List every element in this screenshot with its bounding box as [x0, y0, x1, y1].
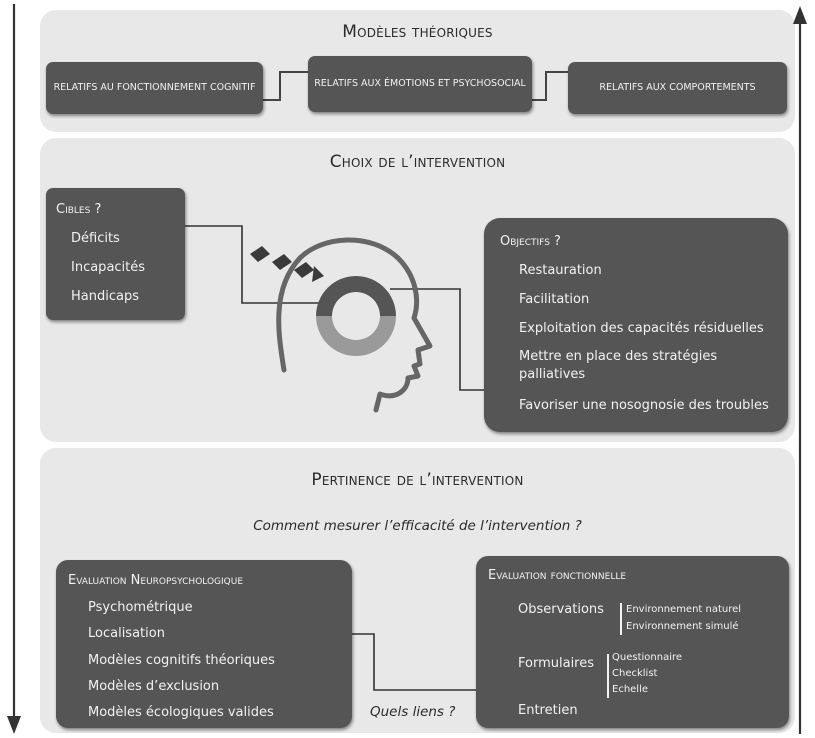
model-box-cognitif: Relatifs au fonctionnement cognitif: [46, 62, 263, 114]
model-box-comportements: Relatifs aux comportements: [568, 62, 787, 114]
objectifs-item: Mettre en place des stratégies palliativ…: [519, 349, 718, 382]
observations-label: Observations: [518, 602, 604, 617]
neuro-eval-item: Localisation: [88, 626, 165, 641]
formulaires-item: Checklist: [612, 668, 658, 679]
model-box-emotions: Relatifs aux émotions et psychosocial: [308, 56, 532, 112]
neuro-eval-item: Modèles d’exclusion: [88, 679, 220, 694]
left-down-arrowhead: [7, 716, 21, 734]
models-title: Modèles théoriques: [342, 22, 493, 42]
functional-eval-box: Evaluation fonctionnelle Observations En…: [476, 556, 789, 728]
objectifs-item: Facilitation: [519, 292, 590, 307]
cibles-box: Cibles ? Déficits Incapacités Handicaps: [46, 188, 185, 320]
formulaires-bracket: [607, 654, 609, 698]
objectifs-title: Objectifs ?: [500, 234, 561, 249]
models-connector-1: [263, 71, 308, 101]
objectifs-item: Restauration: [519, 263, 602, 278]
head-silhouette-icon: [276, 237, 433, 413]
objectifs-box: Objectifs ? Restauration Facilitation Ex…: [484, 218, 788, 432]
observations-bracket: [620, 603, 622, 635]
neuro-eval-item: Modèles cognitifs théoriques: [88, 653, 275, 668]
cibles-item: Incapacités: [71, 260, 146, 275]
formulaires-item: Echelle: [612, 684, 649, 695]
formulaires-label: Formulaires: [518, 656, 595, 671]
link-label: Quels liens ?: [370, 704, 456, 720]
observations-item: Environnement simulé: [626, 621, 739, 632]
choice-title: Choix de l’intervention: [329, 152, 506, 172]
cibles-item: Déficits: [71, 231, 120, 246]
chevron-arrows-icon: [250, 246, 324, 282]
neuro-eval-title: Evaluation Neuropsychologique: [68, 573, 244, 588]
neuro-eval-item: Modèles écologiques valides: [88, 705, 274, 720]
objectifs-item: Exploitation des capacités résiduelles: [519, 321, 764, 336]
pertinence-title: Pertinence de l’intervention: [311, 470, 524, 490]
objectifs-item: Favoriser une nosognosie des troubles: [519, 398, 769, 413]
pertinence-question: Comment mesurer l’efficacité de l’interv…: [253, 518, 582, 534]
neuro-eval-item: Psychométrique: [88, 600, 193, 615]
objectifs-connector: [390, 288, 484, 391]
right-up-arrowhead: [793, 6, 807, 24]
neuro-eval-box: Evaluation Neuropsychologique Psychométr…: [56, 560, 352, 728]
formulaires-item: Questionnaire: [612, 652, 683, 663]
evaluations-connector: [352, 633, 476, 691]
entretien-label: Entretien: [518, 703, 578, 718]
cibles-title: Cibles ?: [56, 202, 102, 217]
cibles-item: Handicaps: [71, 289, 139, 304]
cibles-connector: [185, 225, 322, 304]
observations-item: Environnement naturel: [626, 604, 742, 615]
functional-eval-title: Evaluation fonctionnelle: [488, 568, 627, 583]
brain-ring-icon: [316, 276, 396, 356]
models-connector-2: [532, 71, 568, 101]
